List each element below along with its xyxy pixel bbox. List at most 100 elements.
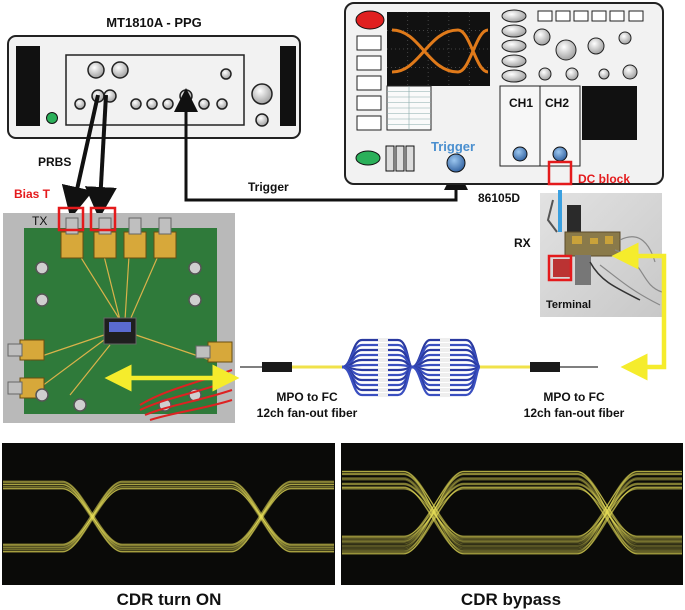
ppg-instrument [7,35,301,139]
eye-trace [3,488,334,546]
scope-knob [618,31,632,45]
eye-trace [3,486,334,545]
rx-photo [540,190,663,317]
fanout-label-tag [378,373,388,377]
eye-trace [3,488,334,546]
eye-trace [3,484,334,549]
scope-key [537,10,553,22]
scope-knob [598,68,610,80]
sma-connector [123,231,147,259]
pcb-screw [188,261,202,275]
sma-connector [19,339,45,361]
eye-trace [342,486,682,550]
fanout-label-tag [378,383,388,387]
eye-trace [342,471,682,553]
eye-trace [342,482,682,537]
ppg-knob [220,68,232,80]
sma-barrel [7,343,23,357]
ch1-label: CH1 [509,96,533,110]
eye-trace [342,488,682,540]
scope-model-label: 86105D [478,191,520,205]
eye-trace [342,487,682,554]
eye-trace [342,478,682,547]
scope-side-button [356,35,382,51]
fanout-label-tag [440,368,450,372]
eye-trace [3,481,334,550]
eye-trace [3,488,334,546]
scope-oval-button [501,69,527,83]
scope-key [591,10,607,22]
eye-trace [3,481,334,545]
fanout-label-tag [440,383,450,387]
bias-t-label: Bias T [14,187,51,201]
fanout-label-tag [440,358,450,362]
eye-trace [3,484,334,549]
eye-trace [3,486,334,548]
eye-trace [3,487,334,551]
prbs-label: PRBS [38,155,71,169]
eye-trace [342,472,682,538]
eye-trace [3,487,334,553]
ppg-knob [162,98,174,110]
fanout-fiber [341,363,413,369]
fanout-label-tag [440,343,450,347]
eye-trace [3,487,334,551]
sma-barrel [158,217,172,235]
eye-trace [3,488,334,546]
eye-trace [3,480,334,547]
eye-trace [342,478,682,547]
fanout-label-tag [440,388,450,392]
eye-trace [342,487,682,554]
pcb-screw [35,293,49,307]
fanout-label-tag [440,363,450,367]
ppg-title: MT1810A - PPG [106,15,202,30]
eye-trace [3,486,334,545]
eye-trace [342,479,682,555]
fiber-right-label-2: 12ch fan-out fiber [524,406,625,420]
eye-trace [342,488,682,540]
bias-t-highlight-2 [89,206,117,232]
fanout-label-tag [378,363,388,367]
scope-side-button [356,75,382,91]
fanout-label-tag [378,338,388,342]
ppg-knob [198,98,210,110]
fanout-label-tag [378,348,388,352]
scope-oval-button [501,54,527,68]
trigger-arrow [174,88,468,202]
eye-trace [3,481,334,550]
pcb-trace [69,344,111,396]
scope-oval-button [501,39,527,53]
eye-trace [3,480,334,552]
pcb-screw [35,261,49,275]
ppg-knob [87,61,105,79]
eye-trace [342,470,682,541]
pcb-screw [188,293,202,307]
scope-key [573,10,589,22]
fan-out-fiber [240,338,598,397]
eye-trace [342,471,682,553]
terminal-label: Terminal [546,299,591,311]
trigger-connector [446,153,466,173]
eye-diagram-cdr-bypass [341,443,683,585]
fanout-label-tag [378,358,388,362]
rx-label: RX [514,236,531,250]
fiber-right-label-1: MPO to FC [543,390,605,404]
ppg-knob [146,98,158,110]
trigger-line-label: Trigger [248,180,289,194]
sma-barrel [7,381,23,395]
scope-knob [555,39,577,61]
scope-oval-button [501,24,527,38]
eye-trace [342,483,682,544]
eye-trace [342,486,682,555]
eye-trace [342,472,682,538]
eye-trace [342,471,682,543]
eye-trace [3,486,334,548]
eye-trace [342,482,682,537]
scope-oval-button [501,9,527,23]
fanout-label-tag [440,393,450,397]
fanout-label-tag [440,353,450,357]
eye-trace [342,487,682,552]
ch1-connector [512,146,528,162]
eye-trace [342,470,682,552]
